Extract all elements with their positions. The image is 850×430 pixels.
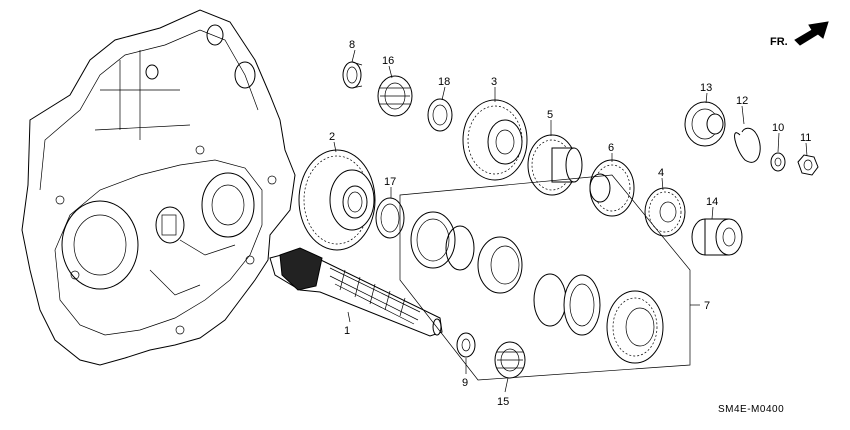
callout-17: 17 — [384, 176, 396, 188]
snap-ring-12 — [734, 127, 761, 163]
direction-label: FR. — [770, 36, 788, 48]
callout-18: 18 — [438, 76, 450, 88]
leader-lines — [333, 49, 808, 393]
callout-15: 15 — [497, 396, 509, 408]
callout-9: 9 — [462, 377, 468, 389]
callout-10: 10 — [772, 122, 784, 134]
bushing-8 — [342, 61, 363, 89]
synchro-ring-17 — [375, 197, 405, 239]
mainshaft — [269, 247, 443, 337]
callout-12: 12 — [736, 95, 748, 107]
washer-10 — [770, 152, 786, 172]
synchro-ring-18 — [427, 98, 453, 132]
callout-7: 7 — [704, 300, 710, 312]
callout-4: 4 — [658, 167, 664, 179]
needle-bearing-16 — [377, 75, 413, 117]
washer-9 — [456, 332, 476, 358]
ball-bearing-14 — [691, 218, 743, 256]
synchro-assembly-7 — [399, 174, 691, 381]
direction-indicator: FR. — [770, 21, 829, 48]
callout-14: 14 — [706, 196, 718, 208]
gear-4 — [644, 187, 686, 237]
callout-1: 1 — [344, 325, 350, 337]
needle-bearing-15 — [494, 341, 526, 379]
drawing-code: SM4E-M0400 — [718, 404, 784, 415]
callout-3: 3 — [491, 76, 497, 88]
callout-labels: 8 16 18 3 2 5 6 4 13 12 10 11 14 17 7 1 … — [329, 39, 811, 408]
callout-6: 6 — [608, 142, 614, 154]
gear-2 — [298, 149, 376, 251]
callout-11: 11 — [800, 132, 811, 144]
callout-13: 13 — [700, 82, 712, 94]
direction-arrow-icon — [794, 21, 829, 46]
callout-16: 16 — [382, 55, 394, 67]
gear-5 — [527, 134, 583, 196]
gear-3 — [462, 99, 528, 181]
ball-bearing-13 — [684, 101, 726, 147]
transmission-housing — [21, 9, 296, 366]
nut-11 — [797, 154, 819, 176]
callout-8: 8 — [349, 39, 355, 51]
gear-6 — [589, 159, 635, 217]
callout-5: 5 — [547, 109, 553, 121]
callout-2: 2 — [329, 131, 335, 143]
